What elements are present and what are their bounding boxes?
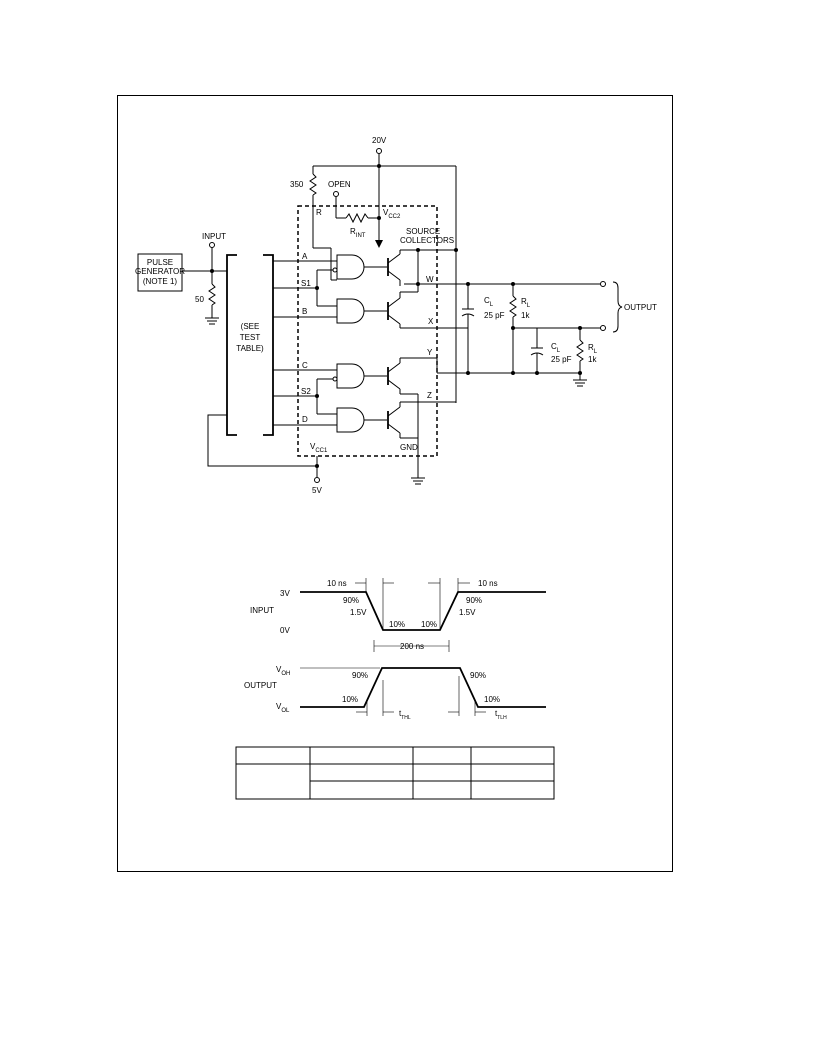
- output-90-left: 90%: [352, 671, 368, 680]
- tlh-label: tTLH: [495, 709, 507, 721]
- fall-time-label: 10 ns: [327, 579, 347, 588]
- cl-1-value: 25 pF: [484, 311, 505, 320]
- output-10-left: 10%: [342, 695, 358, 704]
- supply-20v-label: 20V: [372, 136, 387, 145]
- test-table-label-1: (SEE: [241, 322, 260, 331]
- pin-s2-label: S2: [301, 387, 311, 396]
- cl-2-value: 25 pF: [551, 355, 572, 364]
- test-table-grid: [235, 746, 555, 800]
- figure-frame: [117, 95, 673, 872]
- test-table-label-3: TABLE): [236, 344, 264, 353]
- input-15v-left: 1.5V: [350, 608, 367, 617]
- cl-1-label: CL: [484, 296, 494, 308]
- transistor-z: [387, 401, 456, 439]
- output-10-right: 10%: [484, 695, 500, 704]
- input-90-left: 90%: [343, 596, 359, 605]
- level-0v-label: 0V: [280, 626, 290, 635]
- pin-b-label: B: [302, 307, 307, 316]
- rl-2-value: 1k: [588, 355, 597, 364]
- vcc1-label: VCC1: [310, 442, 328, 454]
- test-table-right-bracket: [263, 254, 274, 436]
- vol-label: VOL: [276, 702, 290, 714]
- timing-diagram: 3V 0V INPUT 10 ns 10 ns 90% 1.5V 10% 10%…: [244, 578, 546, 721]
- and-gate-d: [336, 407, 365, 433]
- pulse-generator-label-1: PULSE: [147, 258, 173, 267]
- open-label: OPEN: [328, 180, 351, 189]
- rint-label: RINT: [350, 227, 366, 239]
- pulse-generator-box: [137, 253, 183, 292]
- pulse-generator-label-2: GENERATOR: [135, 267, 185, 276]
- output-w-label: W: [426, 275, 434, 284]
- input-10-left: 10%: [389, 620, 405, 629]
- period-label: 200 ns: [400, 642, 424, 651]
- pin-s1-label: S1: [301, 279, 311, 288]
- rl-2-label: RL: [588, 343, 598, 355]
- device-outline: [297, 205, 438, 457]
- pin-a-label: A: [302, 252, 308, 261]
- vcc2-label: VCC2: [383, 208, 401, 220]
- timing-input-label: INPUT: [250, 606, 274, 615]
- rl-1-value: 1k: [521, 311, 530, 320]
- thl-label: tTHL: [399, 709, 411, 721]
- input-waveform: [300, 591, 546, 631]
- rise-time-label: 10 ns: [478, 579, 498, 588]
- voh-label: VOH: [276, 665, 290, 677]
- output-terminal-2: [600, 325, 606, 331]
- output-z-label: Z: [427, 391, 432, 400]
- source-collectors-label-2: COLLECTORS: [400, 236, 454, 245]
- and-gate-b: [336, 298, 365, 324]
- r-pin-label: R: [316, 208, 322, 217]
- pulse-generator-label-3: (NOTE 1): [143, 277, 178, 286]
- transistor-y: [387, 357, 437, 395]
- pin-d-label: D: [302, 415, 308, 424]
- gnd-label: GND: [400, 443, 418, 452]
- input-15v-right: 1.5V: [459, 608, 476, 617]
- test-table-left-bracket: [226, 254, 237, 436]
- output-waveform: [300, 667, 546, 708]
- and-gate-c: [336, 363, 365, 389]
- output-label: OUTPUT: [624, 303, 657, 312]
- level-3v-label: 3V: [280, 589, 290, 598]
- and-gate-a: [336, 254, 365, 280]
- rl-1-label: RL: [521, 297, 531, 309]
- input-10-right: 10%: [421, 620, 437, 629]
- source-collectors-label-1: SOURCE: [406, 227, 440, 236]
- input-90-right: 90%: [466, 596, 482, 605]
- output-y-label: Y: [427, 348, 433, 357]
- timing-output-label: OUTPUT: [244, 681, 277, 690]
- r350-label: 350: [290, 180, 304, 189]
- output-90-right: 90%: [470, 671, 486, 680]
- supply-20v-terminal: [376, 148, 382, 154]
- transistor-x: [387, 291, 468, 329]
- transistor-w: [387, 249, 418, 286]
- output-x-label: X: [428, 317, 434, 326]
- supply-5v-label: 5V: [312, 486, 322, 495]
- test-circuit-schematic: 20V 350 R OPEN RINT VCC2 SOURCE COLLECTO…: [135, 136, 657, 495]
- input-label: INPUT: [202, 232, 226, 241]
- output-terminal-1: [600, 281, 606, 287]
- r50-label: 50: [195, 295, 204, 304]
- cl-2-label: CL: [551, 342, 561, 354]
- test-table-label-2: TEST: [240, 333, 261, 342]
- pin-c-label: C: [302, 361, 308, 370]
